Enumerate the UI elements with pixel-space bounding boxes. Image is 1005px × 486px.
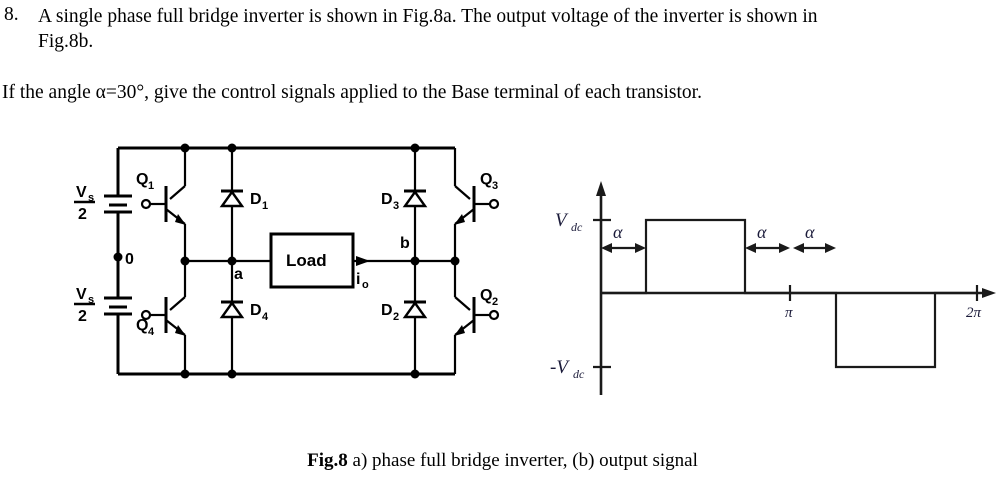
figure-caption: Fig.8 a) phase full bridge inverter, (b)… bbox=[0, 450, 1005, 472]
q4-base-terminal bbox=[140, 309, 152, 321]
y-label-vdc: V bbox=[555, 210, 569, 231]
node-d1-top bbox=[227, 143, 237, 153]
q2-emitter-arrow bbox=[454, 325, 465, 336]
q2-base-terminal bbox=[488, 309, 500, 321]
question-line-3: If the angle α=30°, give the control sig… bbox=[2, 82, 702, 103]
q3-label: Q bbox=[480, 171, 492, 188]
diode-d2 bbox=[402, 300, 428, 319]
q3-label-sub: 3 bbox=[492, 180, 498, 192]
waveform-chart: V dc -V dc π 2π α α bbox=[550, 181, 996, 395]
node-q4-emitter bbox=[180, 369, 190, 379]
node-q1-collector bbox=[180, 143, 190, 153]
x-label-2pi: 2π bbox=[966, 305, 982, 321]
q1-label-sub: 1 bbox=[148, 180, 154, 192]
q2-label-sub: 2 bbox=[492, 296, 498, 308]
q4-emitter-arrow bbox=[175, 325, 186, 336]
diode-d1 bbox=[219, 189, 245, 208]
midpoint-node-dot bbox=[113, 252, 123, 262]
alpha-annotation-2: α bbox=[745, 222, 790, 253]
vs-upper-denominator: 2 bbox=[78, 206, 87, 223]
io-label: i bbox=[356, 271, 360, 288]
y-label-neg-vdc-sub: dc bbox=[573, 367, 585, 381]
transistor-q1 bbox=[140, 148, 187, 261]
d2-label: D bbox=[381, 302, 393, 319]
d2-label-sub: 2 bbox=[393, 311, 399, 323]
dc-source-upper bbox=[104, 194, 132, 214]
load-label: Load bbox=[286, 251, 327, 270]
alpha-annotation-1: α bbox=[601, 222, 646, 253]
vs-lower-numerator-sub: s bbox=[88, 294, 94, 306]
vs-upper-numerator-sub: s bbox=[88, 192, 94, 204]
node-right-leg-mid bbox=[450, 256, 460, 266]
q2-label: Q bbox=[480, 287, 492, 304]
io-arrow bbox=[356, 256, 370, 266]
diode-d3 bbox=[402, 189, 428, 208]
diode-d4 bbox=[219, 300, 245, 319]
q1-emitter-arrow bbox=[175, 214, 186, 225]
node-d4-bottom bbox=[227, 369, 237, 379]
q4-label-sub: 4 bbox=[148, 326, 155, 338]
alpha-label-1: α bbox=[613, 222, 623, 242]
question-line-2: Fig.8b. bbox=[38, 31, 94, 52]
node-b-label: b bbox=[400, 235, 410, 252]
alpha-label-3: α bbox=[805, 222, 815, 242]
node-d3-top bbox=[410, 143, 420, 153]
dc-source-upper-label: V s 2 bbox=[74, 184, 95, 223]
d1-label-sub: 1 bbox=[262, 200, 268, 212]
q1-base-terminal bbox=[140, 198, 152, 210]
circuit-diagram: V s 2 V s 2 0 bbox=[74, 143, 500, 379]
transistor-q2 bbox=[453, 261, 500, 374]
midpoint-label: 0 bbox=[125, 251, 134, 268]
dc-source-lower bbox=[104, 296, 132, 316]
x-label-pi: π bbox=[785, 305, 793, 321]
transistor-q4 bbox=[140, 261, 187, 374]
q4-label: Q bbox=[136, 317, 148, 334]
question-line-1: A single phase full bridge inverter is s… bbox=[38, 6, 818, 27]
y-axis-arrowhead bbox=[596, 181, 606, 196]
caption-bold: Fig.8 bbox=[307, 450, 348, 471]
transistor-q3 bbox=[453, 148, 500, 261]
q3-emitter-arrow bbox=[454, 214, 465, 225]
q1-label: Q bbox=[136, 171, 148, 188]
io-label-sub: o bbox=[362, 279, 369, 291]
q3-base-terminal bbox=[488, 198, 500, 210]
d4-label: D bbox=[250, 302, 262, 319]
x-axis-arrowhead bbox=[982, 288, 996, 298]
dc-source-lower-label: V s 2 bbox=[74, 286, 95, 325]
y-label-neg-vdc: -V bbox=[550, 357, 570, 378]
d3-label-sub: 3 bbox=[393, 200, 399, 212]
d1-label: D bbox=[250, 191, 262, 208]
alpha-annotation-3: α bbox=[793, 222, 836, 253]
node-a-label: a bbox=[234, 266, 243, 283]
caption-rest: a) phase full bridge inverter, (b) outpu… bbox=[347, 450, 698, 471]
d4-label-sub: 4 bbox=[262, 311, 269, 323]
vs-lower-denominator: 2 bbox=[78, 308, 87, 325]
node-d2-bottom bbox=[410, 369, 420, 379]
vs-upper-numerator: V bbox=[76, 184, 87, 201]
question-text: A single phase full bridge inverter is s… bbox=[38, 4, 1004, 54]
y-label-vdc-sub: dc bbox=[571, 220, 583, 234]
waveform-trace bbox=[601, 218, 977, 369]
vs-lower-numerator: V bbox=[76, 286, 87, 303]
alpha-label-2: α bbox=[757, 222, 767, 242]
d3-label: D bbox=[381, 191, 393, 208]
question-number: 8. bbox=[4, 4, 19, 25]
